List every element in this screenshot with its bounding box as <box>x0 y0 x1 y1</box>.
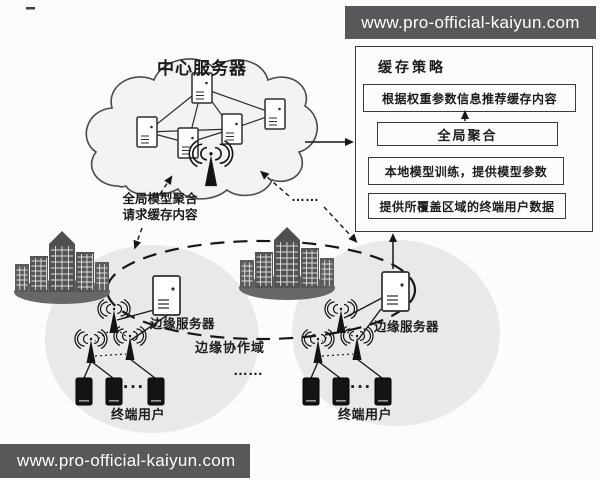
base-station-icon <box>324 298 358 334</box>
cloud-to-region1-dashed-arrow <box>133 227 143 250</box>
aggregation-note-line2: 请求缓存内容 <box>122 208 198 222</box>
central-cloud-icon <box>85 58 319 200</box>
cloud-server-mesh <box>136 72 286 187</box>
edge-server-icon <box>152 275 181 316</box>
smartphone-icon <box>332 377 350 406</box>
phones-ellipsis-1: ··· <box>123 377 145 398</box>
between-regions-ellipsis: …… <box>233 362 263 379</box>
server-icon <box>177 127 199 159</box>
panel-box-recommend: 根据权重参数信息推荐缓存内容 <box>363 84 576 112</box>
phones-ellipsis-2: ··· <box>350 377 372 398</box>
smartphone-icon <box>374 377 392 406</box>
smartphone-icon <box>147 377 165 406</box>
panel-title: 缓存策略 <box>378 59 446 75</box>
base-station-icon <box>301 328 335 364</box>
smartphone-icon <box>105 377 123 406</box>
cache-policy-panel: 缓存策略 根据权重参数信息推荐缓存内容 全局聚合 本地模型训练，提供模型参数 提… <box>355 46 593 232</box>
city-buildings-icon <box>13 230 111 305</box>
cloud-to-region2-dashed-arrow <box>323 206 358 243</box>
base-station-icon <box>113 325 147 361</box>
terminal-users-2-label: 终端用户 <box>338 407 393 422</box>
region2-to-cloud-dashed-arrow <box>259 170 290 197</box>
cloud-antenna-icon <box>188 140 234 187</box>
panel-box-global-aggregation: 全局聚合 <box>377 122 558 146</box>
edge-server-icon <box>381 271 410 312</box>
city-buildings-icon <box>238 226 336 301</box>
watermark-top: www.pro-official-kaiyun.com <box>345 6 596 39</box>
aggregation-note-line1: 全局模型聚合 <box>122 192 198 206</box>
aggregation-note: 全局模型聚合 请求缓存内容 <box>108 191 212 223</box>
watermark-bottom: www.pro-official-kaiyun.com <box>0 444 250 478</box>
server-icon <box>136 116 158 148</box>
terminal-users-1-label: 终端用户 <box>111 407 166 422</box>
edge-domain-label: 边缘协作域 <box>195 340 266 355</box>
scan-artifact-dash <box>26 7 35 10</box>
base-station-icon <box>74 328 108 364</box>
edge-server-1-label: 边缘服务器 <box>150 317 216 331</box>
central-server-title: 中心服务器 <box>157 59 247 78</box>
server-icon <box>221 113 243 145</box>
cloud-link-ellipsis: …… <box>291 188 319 204</box>
base-station-icon <box>340 325 374 361</box>
smartphone-icon <box>75 377 93 406</box>
server-icon <box>264 98 286 130</box>
panel-box-local-training: 本地模型训练，提供模型参数 <box>368 157 564 185</box>
edge-server-2-label: 边缘服务器 <box>374 320 440 334</box>
panel-box-user-data: 提供所覆盖区域的终端用户数据 <box>368 193 566 219</box>
smartphone-icon <box>302 377 320 406</box>
base-station-icon <box>97 298 131 334</box>
